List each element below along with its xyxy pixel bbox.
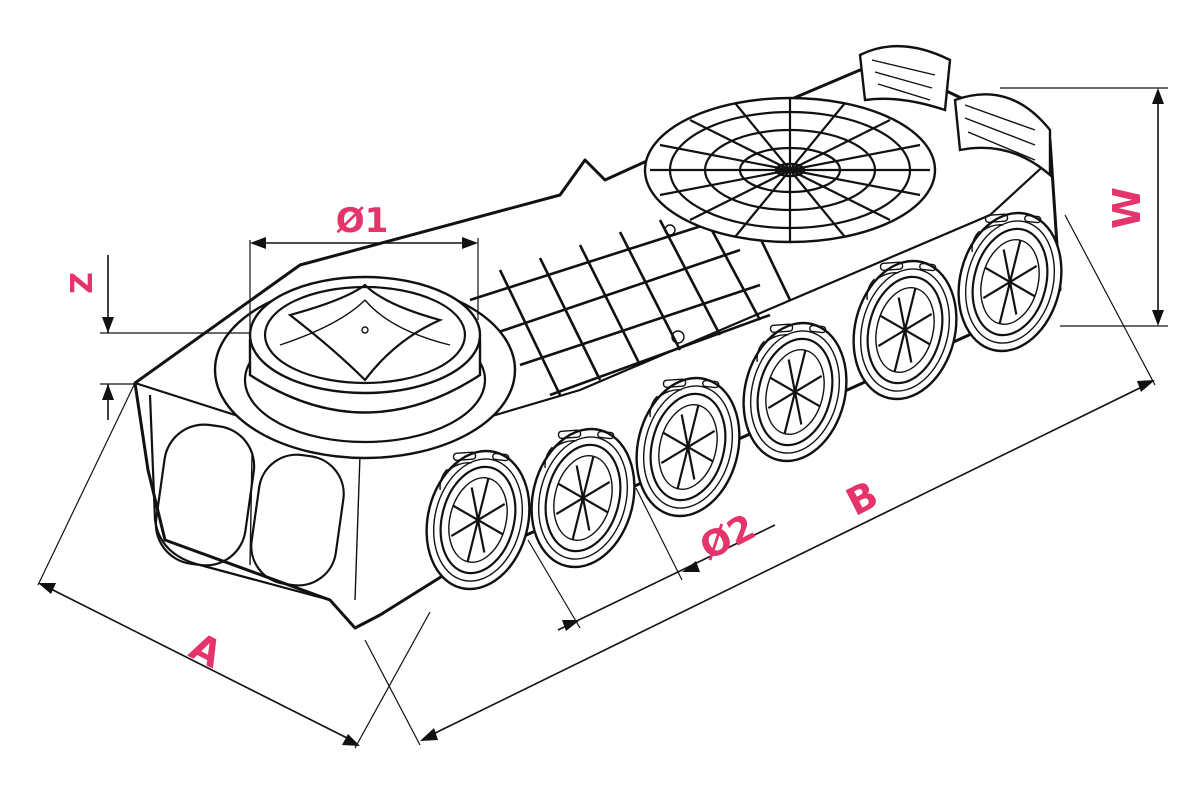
dimension-d1: Ø1 (249, 201, 479, 330)
dimension-w: W (1000, 87, 1168, 327)
label-z: Z (65, 272, 100, 294)
rear-outlets (858, 45, 1052, 178)
top-grille (643, 96, 937, 244)
dimension-z: Z (65, 255, 250, 420)
label-a: A (183, 624, 230, 677)
inlet-collar (213, 275, 517, 460)
label-w: W (1105, 187, 1149, 229)
label-d1: Ø1 (336, 201, 389, 241)
